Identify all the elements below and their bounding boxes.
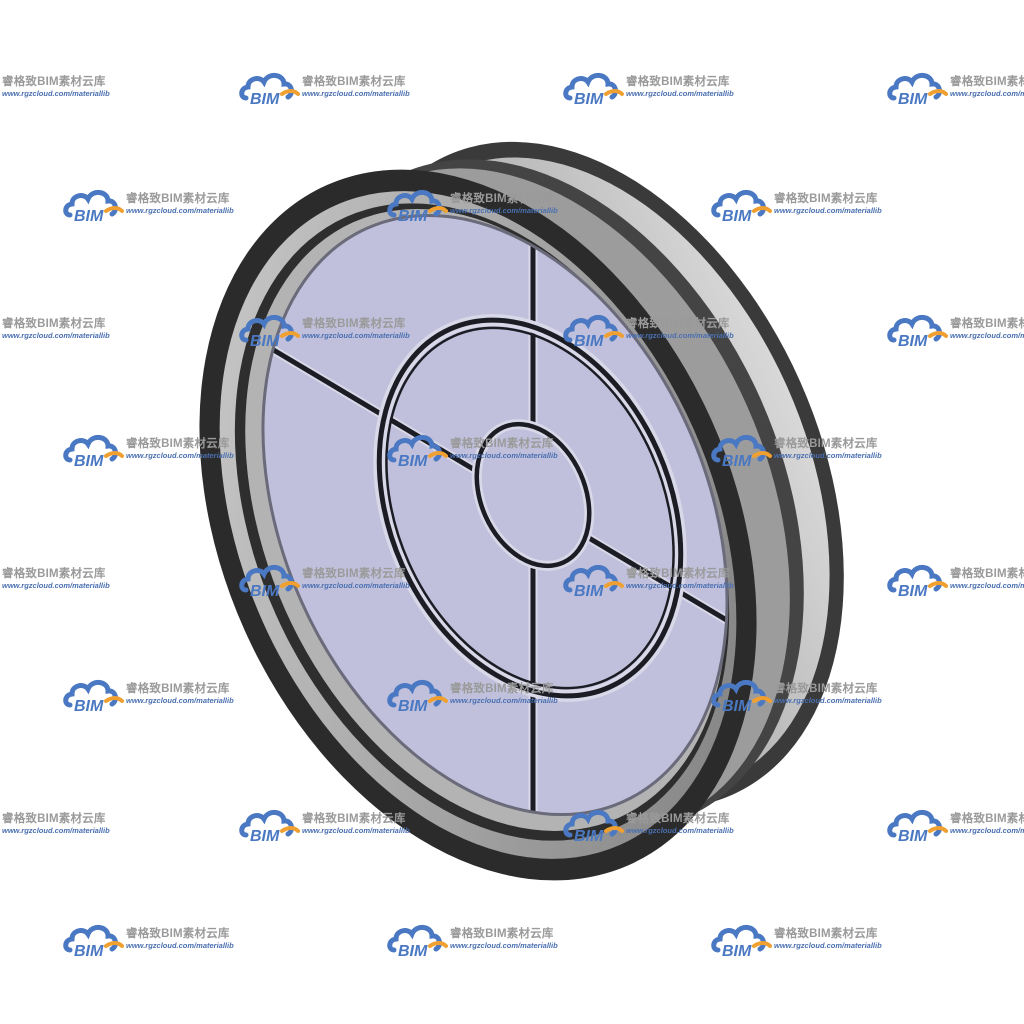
glass-edge <box>261 213 729 817</box>
mullion-middle-ring <box>373 314 687 702</box>
mullion-grid <box>237 150 763 880</box>
mullion-inner-ring <box>471 419 595 571</box>
